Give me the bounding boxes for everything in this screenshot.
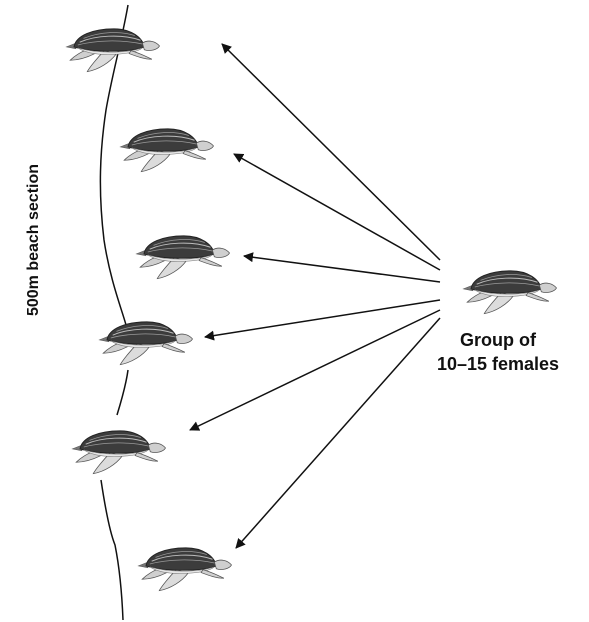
- arrow-4: [205, 300, 440, 337]
- leatherback-turtle-icon: [463, 271, 556, 314]
- leatherback-turtle-icon: [66, 29, 159, 72]
- arrow-5: [190, 310, 440, 430]
- leatherback-turtle-icon: [138, 548, 231, 591]
- beach-section-label: 500m beach section: [25, 164, 43, 316]
- leatherback-turtle-icon: [120, 129, 213, 172]
- arrow-1: [222, 44, 440, 260]
- beach-line-lower: [101, 480, 123, 620]
- leatherback-turtle-icon: [136, 236, 229, 279]
- group-label-line1: Group of: [408, 328, 588, 352]
- group-label: Group of 10–15 females: [408, 328, 588, 376]
- leatherback-turtle-icon: [99, 322, 192, 365]
- arrow-2: [234, 154, 440, 270]
- leatherback-turtle-icon: [72, 431, 165, 474]
- group-label-line2: 10–15 females: [408, 352, 588, 376]
- beach-line-middle: [117, 370, 128, 415]
- arrow-3: [244, 256, 440, 282]
